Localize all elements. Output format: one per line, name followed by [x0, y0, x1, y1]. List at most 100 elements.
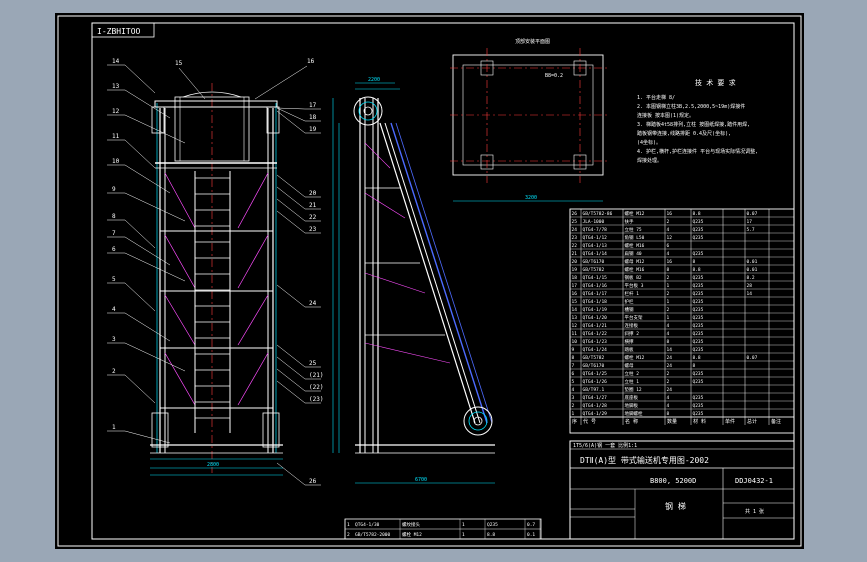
bom-header-cell: 材 料: [693, 418, 706, 425]
bom-cell: 1: [572, 411, 575, 417]
callout-right: 24: [309, 300, 317, 307]
bom-cell: GB/T97.1: [583, 387, 605, 393]
bottom-table-cell: QTG4-1/30: [355, 522, 380, 528]
bom-cell: 螺栓 M16: [625, 266, 645, 273]
callout-right: 19: [309, 126, 317, 133]
front-view: 2800: [150, 83, 283, 476]
bom-cell: 1: [667, 315, 670, 321]
dim-bottom-side: 6700: [415, 477, 427, 483]
tech-item: 2. 本图钢梯立柱3B,2.5,2000,5~19m)焊接件: [637, 103, 745, 110]
bom-cell: QTG4-1/16: [583, 283, 608, 289]
bom-cell: 底座板: [625, 394, 639, 401]
bom-cell: 2: [667, 291, 670, 297]
bom-cell: 3: [572, 395, 575, 401]
bom-cell: QTG4-1/21: [583, 323, 608, 329]
side-view: 2200 6700: [332, 77, 495, 484]
bom-cell: 28: [747, 283, 753, 289]
bom-header-cell: 数量: [667, 418, 677, 425]
bom-cell: 2: [667, 307, 670, 313]
tech-item: 焊接处理。: [637, 157, 662, 164]
callout-right: (21): [309, 372, 323, 379]
bom-cell: 平台支架: [625, 314, 643, 321]
bom-cell: 2: [667, 371, 670, 377]
bom-cell: Q235: [693, 275, 704, 281]
bom-cell: 19: [572, 267, 578, 273]
bom-cell: QTG4-1/15: [583, 275, 608, 281]
bottom-table-cell: 1: [462, 522, 465, 528]
bom-cell: 1: [667, 283, 670, 289]
bom-cell: 16: [572, 291, 578, 297]
bom-cell: QTG4-1/29: [583, 411, 608, 417]
callout-top: 16: [307, 58, 315, 65]
bom-cell: 横撑: [625, 338, 634, 345]
bom-cell: 24: [667, 355, 673, 361]
part-name: 钢 梯: [665, 501, 686, 511]
plan-view-title: 顶部安装平面图: [515, 38, 550, 45]
bom-cell: GB/T6170: [583, 363, 605, 369]
callout-left: 4: [112, 306, 116, 313]
plan-dim-label: B8=0.2: [545, 73, 563, 79]
bom-cell: 2: [667, 219, 670, 225]
bom-cell: Q235: [693, 371, 704, 377]
bom-cell: 4: [667, 331, 670, 337]
bom-cell: 24: [667, 363, 673, 369]
callout-left: 3: [112, 336, 116, 343]
bom-cell: 护栏: [625, 298, 634, 305]
outer-frame: [57, 15, 802, 547]
callout-left: 2: [112, 368, 116, 375]
bom-cell: GB/T5782: [583, 355, 605, 361]
bom-cell: 8.8: [693, 211, 701, 217]
bom-cell: 4: [667, 395, 670, 401]
bom-cell: 地脚板: [625, 402, 639, 409]
bom-cell: 24: [572, 227, 578, 233]
bom-cell: 18: [572, 275, 578, 281]
callout-left: 9: [112, 186, 116, 193]
bom-cell: 10: [572, 339, 578, 345]
tech-item: 1. 平台走梯 8/: [637, 94, 675, 101]
bom-cell: 8: [572, 355, 575, 361]
bom-cell: 23: [572, 235, 578, 241]
title-block: 1T5/6(A)钢 一套 比例1:1 DTⅡ(A)型 带式输送机专用图-2002…: [569, 440, 795, 540]
bom-cell: QTG4-1/27: [583, 395, 608, 401]
bottom-table-cell: 螺栓 M12: [402, 531, 422, 538]
callout-left: 6: [112, 246, 116, 253]
callout-left: 13: [112, 83, 120, 90]
bom-cell: Q235: [693, 347, 704, 353]
bom-cell: 8.8: [693, 267, 701, 273]
bom-cell: 地脚螺栓: [625, 410, 643, 417]
bom-cell: JLA-1000: [583, 219, 605, 225]
view-label-box: [91, 22, 155, 38]
bom-cell: 17: [747, 219, 753, 225]
callout-left: 7: [112, 230, 116, 237]
bom-cell: 13: [572, 315, 578, 321]
bom-cell: 22: [572, 243, 578, 249]
bom-cell: QTG4-1/17: [583, 291, 608, 297]
bom-cell: Q235: [693, 339, 704, 345]
bom-cell: GB/T5782-86: [583, 211, 613, 217]
bom-cell: Q235: [693, 219, 704, 225]
callout-right: 18: [309, 114, 317, 121]
tech-requirements: 技 术 要 求 1. 平台走梯 8/2. 本图钢梯立柱3B,2.5,2000,5…: [637, 78, 758, 164]
bom-cell: QTG4-1/25: [583, 371, 608, 377]
bom-cell: QTG4-1/13: [583, 243, 608, 249]
tech-item: 3. 梯踏板4t58排列,立柱 按图纸焊接,踏件用焊,: [637, 121, 750, 128]
bom-cell: QTG4-1/23: [583, 339, 608, 345]
bom-cell: Q235: [693, 315, 704, 321]
bom-cell: Q235: [693, 395, 704, 401]
bottom-table-cell: 1: [347, 522, 350, 528]
bom-cell: QTG4-1/12: [583, 235, 608, 241]
callout-left: 10: [112, 158, 120, 165]
bom-cell: 5: [572, 379, 575, 385]
tech-item: (4坐标)。: [637, 139, 661, 146]
